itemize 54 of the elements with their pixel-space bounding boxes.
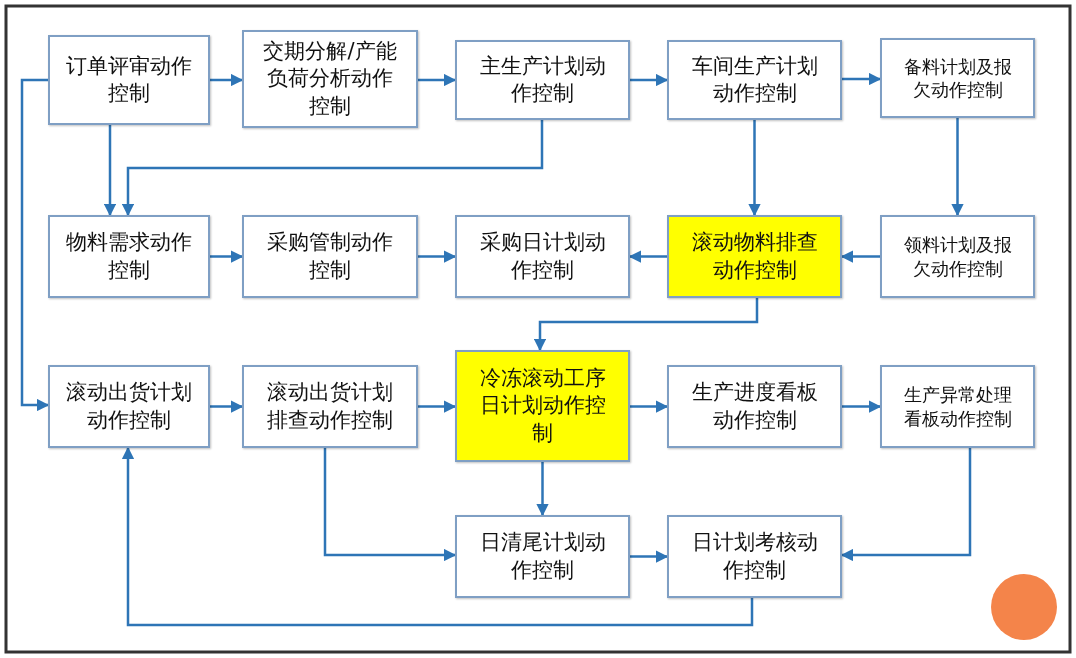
process-box	[880, 215, 1035, 298]
box-label: 日计划考核动作控制	[690, 529, 819, 584]
arrow	[842, 400, 882, 413]
arrow	[630, 73, 669, 87]
process-box	[667, 40, 842, 120]
box-label: 交期分解/产能负荷分析动作控制	[262, 38, 398, 120]
box-label: 生产进度看板动作控制	[690, 379, 819, 434]
arrow	[951, 118, 964, 217]
process-box	[455, 40, 630, 120]
arrow	[103, 125, 117, 217]
box-label: 日清尾计划动作控制	[478, 529, 607, 584]
process-box	[455, 215, 630, 298]
process-box	[455, 515, 630, 598]
arrow	[748, 120, 761, 217]
arrow	[630, 550, 669, 563]
process-box	[667, 365, 842, 448]
arrow	[418, 250, 457, 263]
arrow	[630, 400, 669, 413]
process-box	[48, 35, 210, 125]
arrow	[121, 446, 754, 627]
process-box	[48, 365, 210, 448]
arrow	[323, 448, 457, 562]
arrow	[210, 250, 244, 263]
arrow	[210, 400, 244, 413]
process-box	[242, 365, 418, 448]
process-box	[242, 215, 418, 298]
box-label: 订单评审动作控制	[66, 52, 192, 107]
box-label: 备料计划及报欠动作控制	[902, 54, 1013, 102]
arrow	[20, 78, 50, 412]
process-box	[667, 515, 842, 598]
arrow	[842, 72, 882, 86]
process-box	[880, 38, 1035, 118]
process-box	[48, 215, 210, 298]
arrow	[533, 298, 759, 352]
box-label: 采购管制动作控制	[266, 229, 394, 284]
box-label: 滚动出货计划排查动作控制	[266, 379, 394, 434]
box-label: 冷冻滚动工序日计划动作控制	[478, 365, 607, 447]
box-label: 物料需求动作控制	[66, 229, 192, 284]
arrow	[536, 462, 549, 517]
arrow	[210, 73, 244, 87]
process-box	[880, 365, 1035, 448]
box-label: 主生产计划动作控制	[478, 52, 607, 107]
box-label: 滚动物料排查动作控制	[690, 229, 819, 284]
highlighted-process-box	[667, 215, 842, 298]
box-label: 车间生产计划动作控制	[690, 52, 819, 107]
box-label: 滚动出货计划动作控制	[66, 379, 192, 434]
arrow	[418, 400, 457, 413]
box-label: 采购日计划动作控制	[478, 229, 607, 284]
box-label: 生产异常处理看板动作控制	[902, 383, 1013, 430]
arrow	[418, 73, 457, 87]
box-label: 领料计划及报欠动作控制	[902, 233, 1013, 280]
process-box	[242, 30, 418, 128]
highlighted-process-box	[455, 350, 630, 462]
arrow	[121, 120, 544, 217]
